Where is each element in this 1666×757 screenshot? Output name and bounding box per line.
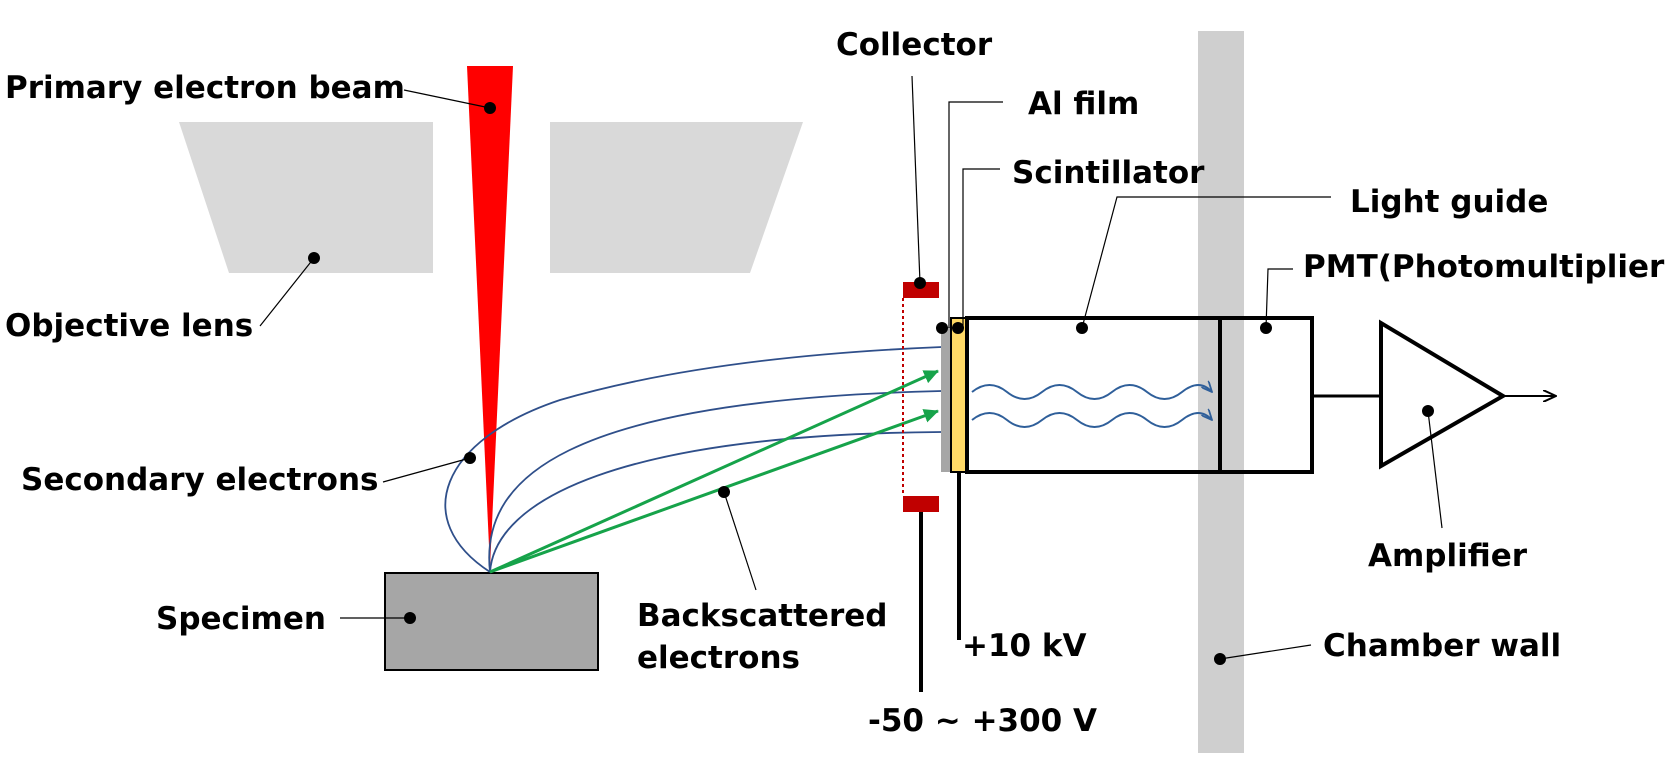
label-specimen: Specimen <box>156 601 326 637</box>
label-voltage-scintillator: +10 kV <box>962 628 1087 664</box>
leader-secondary-electrons <box>382 452 476 483</box>
leader-pmt <box>1260 268 1293 334</box>
collector <box>902 282 939 692</box>
label-secondary-electrons: Secondary electrons <box>21 462 378 498</box>
leader-light-guide <box>1076 196 1331 334</box>
leader-backscattered <box>718 486 757 591</box>
secondary-electron-paths <box>444 346 943 573</box>
label-primary-electron-beam: Primary electron beam <box>5 70 405 106</box>
leader-chamber-wall <box>1214 644 1312 665</box>
backscattered-electron-paths <box>489 369 939 574</box>
al-film <box>941 327 951 472</box>
label-objective-lens: Objective lens <box>5 308 253 344</box>
light-guide <box>965 316 1222 474</box>
label-collector: Collector <box>836 27 993 63</box>
label-voltage-collector: -50 ~ +300 V <box>868 703 1097 739</box>
label-amplifier: Amplifier <box>1368 538 1528 574</box>
scintillator <box>950 317 968 473</box>
leader-specimen <box>340 612 416 624</box>
light-waves <box>971 385 1212 428</box>
leader-primary-beam <box>403 89 496 114</box>
objective-lens-left <box>179 122 433 273</box>
label-pmt: PMT(Photomultiplier) <box>1303 249 1666 285</box>
label-chamber-wall: Chamber wall <box>1323 628 1561 664</box>
label-al-film: Al film <box>1028 86 1139 122</box>
amplifier-symbol <box>1379 319 1507 470</box>
label-scintillator: Scintillator <box>1012 155 1205 191</box>
leader-amplifier <box>1422 405 1443 529</box>
specimen-block <box>384 572 599 671</box>
leader-objective-lens <box>259 252 320 327</box>
label-backscattered-line2: electrons <box>637 640 800 676</box>
objective-lens-right <box>550 122 803 273</box>
primary-electron-beam <box>467 66 513 568</box>
label-backscattered-line1: Backscattered <box>637 598 887 634</box>
leader-scintillator <box>952 168 1000 334</box>
label-light-guide: Light guide <box>1350 184 1548 220</box>
leader-collector <box>911 75 926 289</box>
leader-al-film <box>936 101 1003 334</box>
